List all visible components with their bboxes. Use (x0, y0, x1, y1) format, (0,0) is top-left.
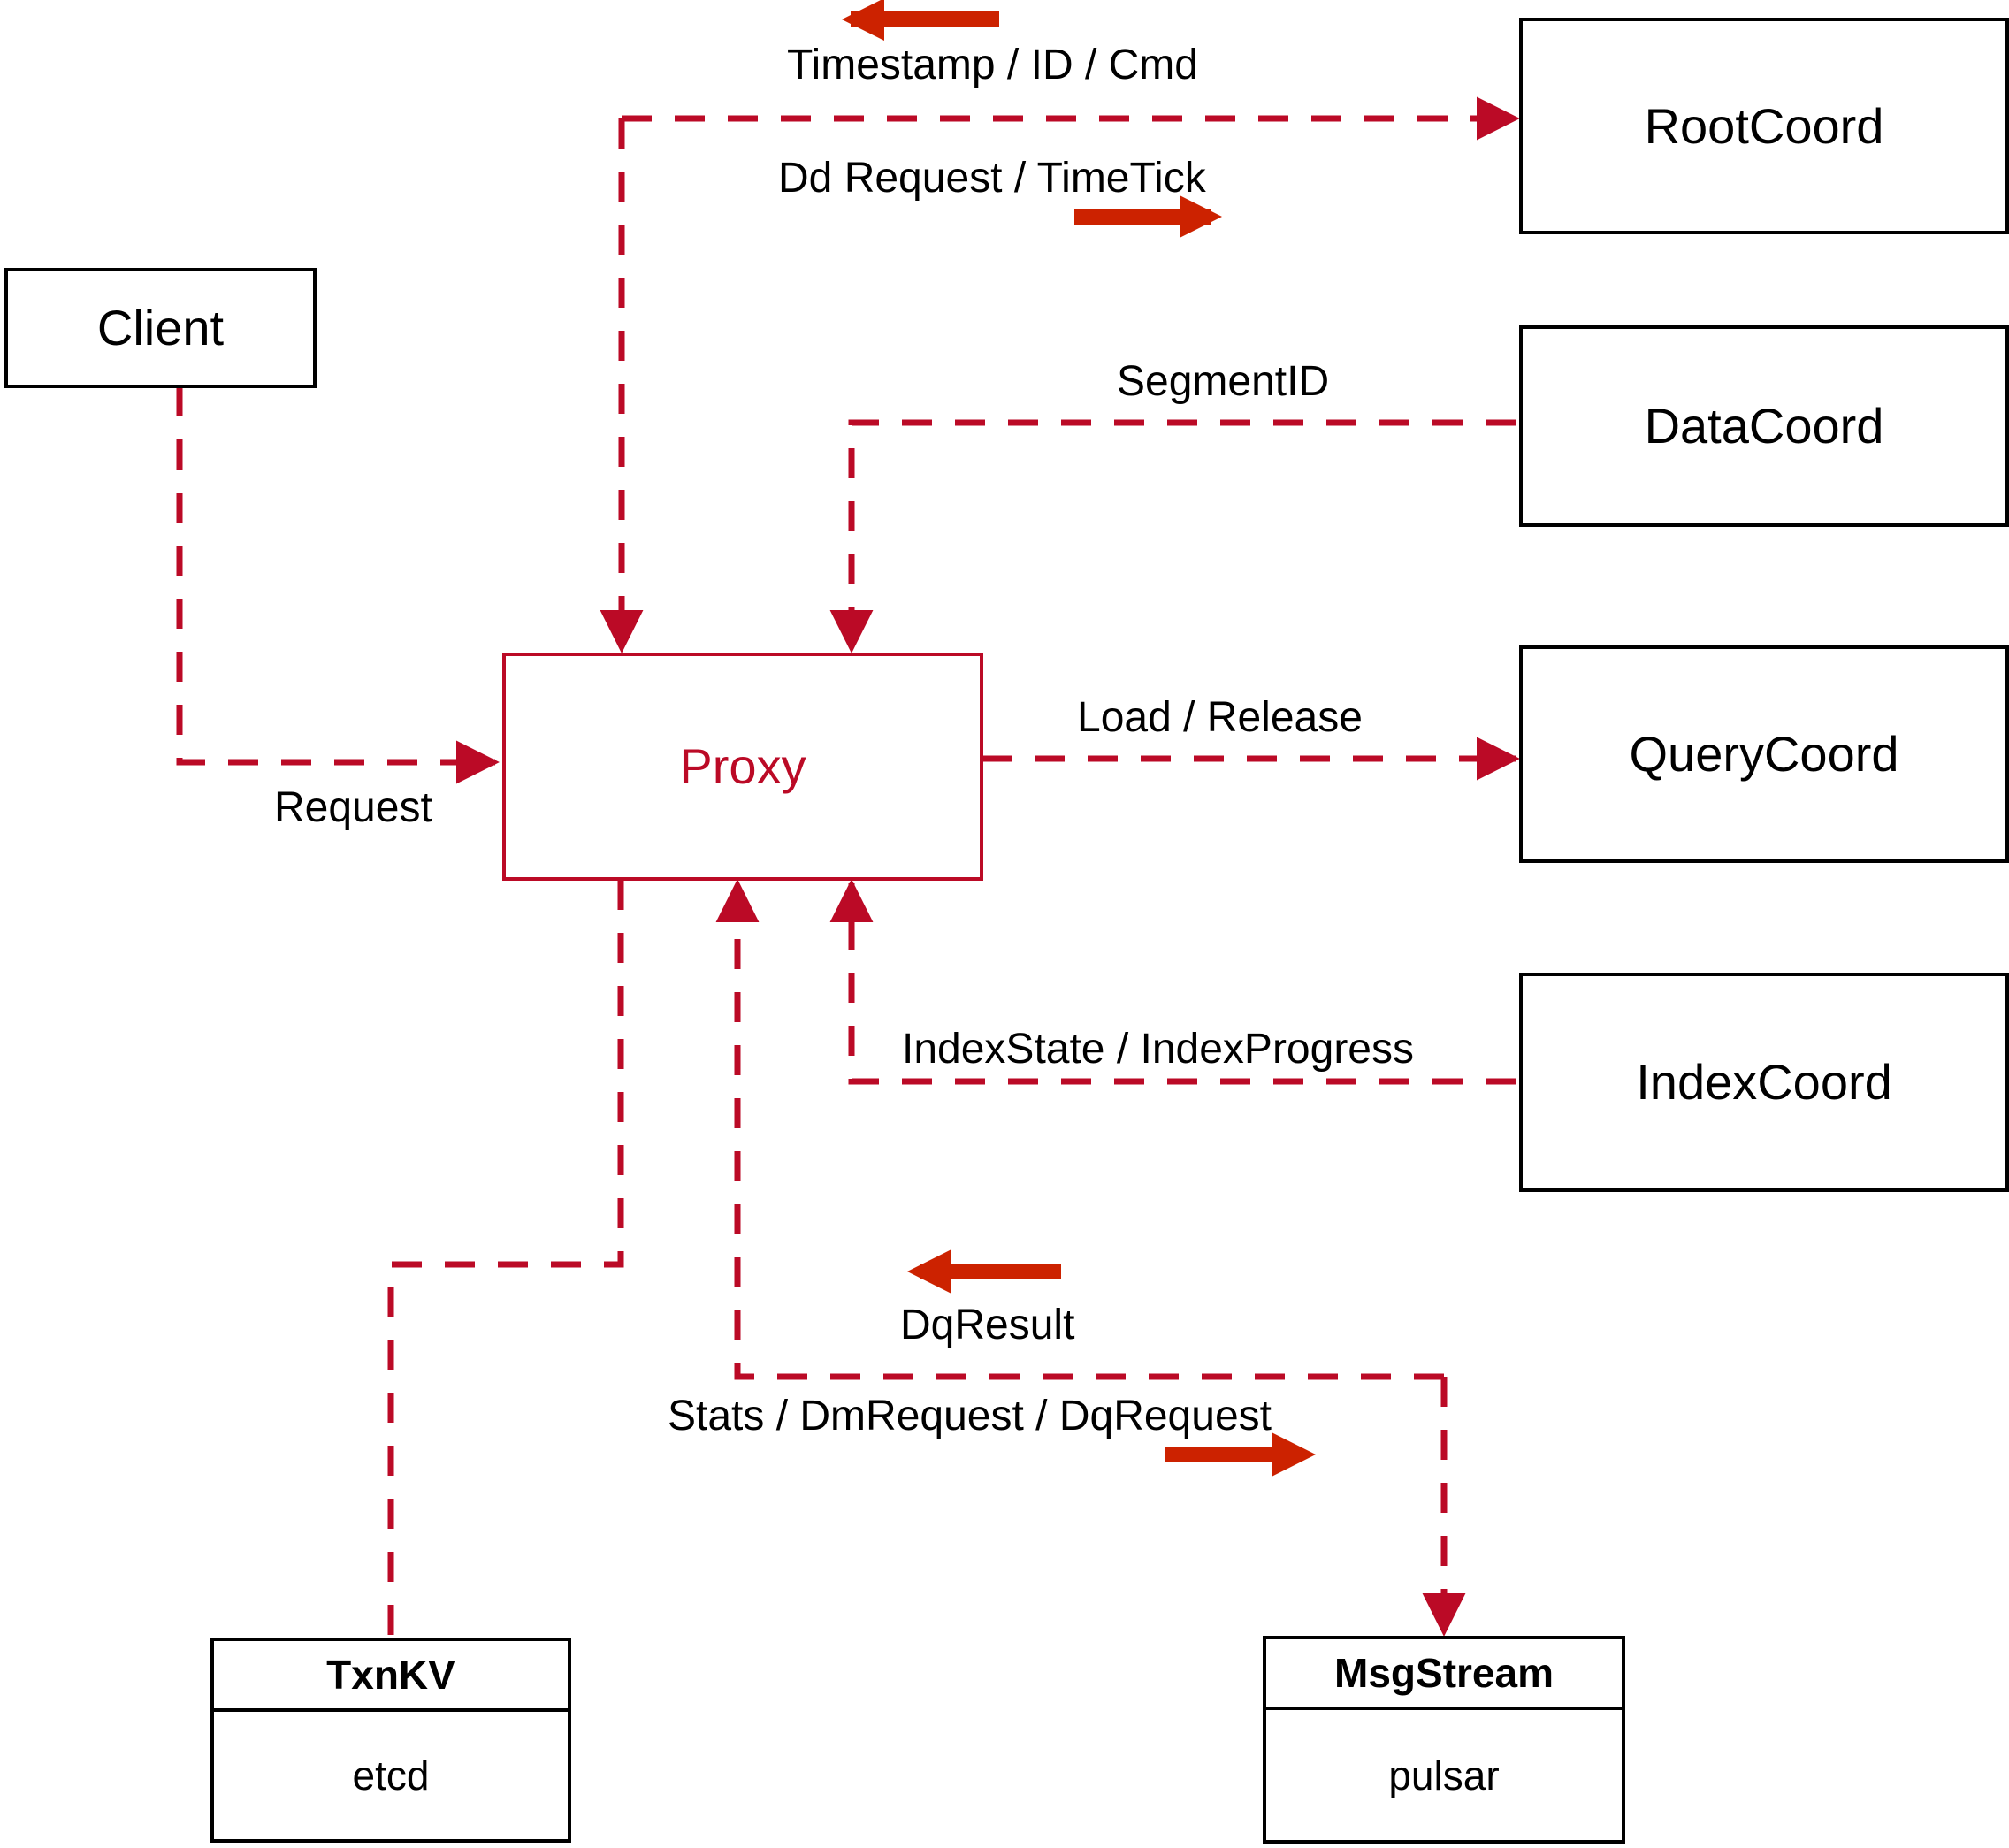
node-msgstream-header: MsgStream (1266, 1639, 1622, 1710)
edge-label-stats-dm-dq-request: Stats / DmRequest / DqRequest (668, 1393, 1272, 1439)
edge-label-load-release: Load / Release (1077, 694, 1363, 741)
edge-label-index-state-progress: IndexState / IndexProgress (902, 1026, 1414, 1073)
node-querycoord[interactable]: QueryCoord (1519, 645, 2009, 863)
edge-label-request: Request (274, 784, 432, 831)
node-msgstream-body: pulsar (1388, 1752, 1500, 1798)
dd-request-timetick-direction-icon (1074, 195, 1222, 238)
edge-label-segment-id: SegmentID (1117, 358, 1330, 405)
node-txnkv-body: etcd (352, 1753, 430, 1798)
node-client[interactable]: Client (4, 268, 317, 388)
node-txnkv[interactable]: TxnKV etcd (210, 1638, 571, 1843)
edge-label-timestamp-id-cmd: Timestamp / ID / Cmd (787, 42, 1198, 88)
edge-proxy-to-txnkv (387, 880, 624, 1638)
node-client-label: Client (96, 300, 225, 356)
node-datacoord-label: DataCoord (1644, 398, 1884, 454)
node-rootcoord[interactable]: RootCoord (1519, 18, 2009, 234)
node-txnkv-header: TxnKV (214, 1641, 568, 1712)
node-indexcoord-label: IndexCoord (1636, 1054, 1892, 1111)
node-datacoord[interactable]: DataCoord (1519, 325, 2009, 527)
stats-dm-dq-request-direction-icon (1165, 1432, 1316, 1477)
edge-label-dd-request-timetick: Dd Request / TimeTick (778, 155, 1206, 202)
dq-result-direction-icon (907, 1249, 1061, 1294)
edge-msgstream-to-proxy (715, 879, 1444, 1380)
node-rootcoord-label: RootCoord (1644, 97, 1884, 154)
edge-indexcoord-to-proxy (829, 879, 1516, 1085)
timestamp-id-cmd-direction-icon (842, 0, 999, 41)
node-msgstream[interactable]: MsgStream pulsar (1263, 1636, 1625, 1844)
node-querycoord-label: QueryCoord (1629, 726, 1899, 783)
node-proxy-label: Proxy (679, 738, 806, 795)
node-proxy[interactable]: Proxy (502, 653, 983, 881)
edge-datacoord-to-proxy (829, 419, 1516, 653)
edge-label-dq-result: DqResult (900, 1302, 1075, 1348)
edge-client-to-proxy (176, 386, 500, 784)
node-indexcoord[interactable]: IndexCoord (1519, 973, 2009, 1192)
